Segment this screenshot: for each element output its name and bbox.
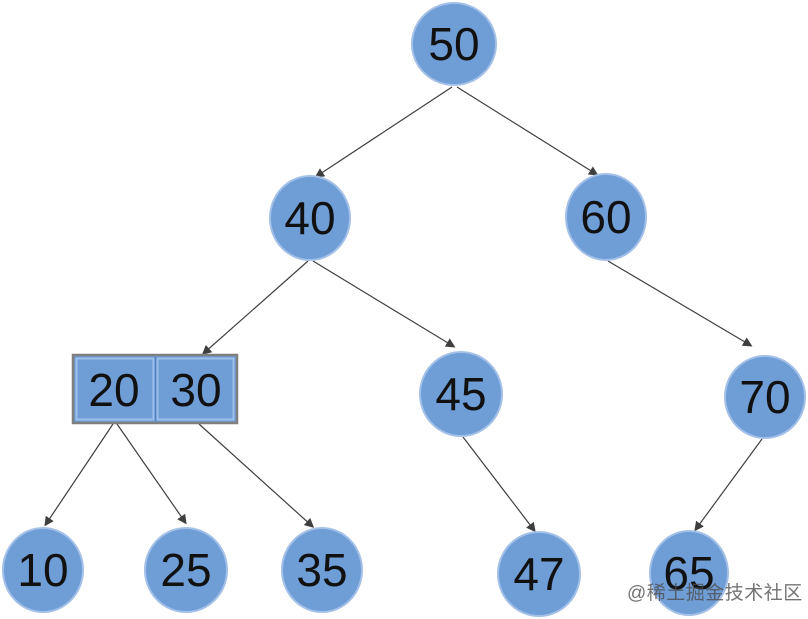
node-circle — [497, 531, 581, 617]
edge-20-25 — [116, 423, 187, 525]
tree-node-45: 45 — [419, 351, 503, 437]
edge-20-10 — [44, 423, 114, 527]
edge-50-40 — [314, 86, 453, 178]
node-value: 70 — [739, 371, 790, 423]
node-value: 20 — [88, 364, 139, 416]
node-value: 45 — [435, 368, 486, 420]
node-circle — [565, 173, 647, 261]
edge-40-45 — [312, 260, 456, 348]
box-cell-20 — [75, 357, 155, 421]
node-circle — [419, 351, 503, 437]
node-value: 35 — [296, 544, 347, 596]
edge-45-47 — [462, 436, 536, 533]
node-value: 30 — [170, 364, 221, 416]
node-circle — [649, 530, 729, 616]
tree-node-47: 47 — [497, 531, 581, 617]
tree-node-25: 25 — [144, 527, 228, 613]
node-circle — [281, 527, 363, 613]
watermark: @稀土掘金技术社区 — [627, 583, 803, 604]
edge-50-60 — [456, 86, 599, 176]
edge-70-65 — [694, 438, 763, 532]
node-value: 60 — [580, 191, 631, 243]
tree-node-20-30-box: 20 30 — [71, 353, 239, 425]
tree-node-65: 65 — [649, 530, 729, 616]
node-value: 65 — [663, 547, 714, 599]
node-circle — [411, 2, 497, 86]
node-value: 47 — [513, 548, 564, 600]
tree-node-60: 60 — [565, 173, 647, 261]
tree-node-70: 70 — [724, 355, 806, 439]
node-circle — [269, 175, 351, 261]
box-cell-30 — [156, 357, 235, 421]
edge-40-box — [201, 260, 309, 355]
node-value: 40 — [284, 192, 335, 244]
node-value: 10 — [17, 544, 68, 596]
node-circle — [724, 355, 806, 439]
node-value: 25 — [160, 544, 211, 596]
tree-edges — [44, 86, 763, 533]
tree-node-35: 35 — [281, 527, 363, 613]
node-circle — [2, 527, 84, 613]
tree-node-10: 10 — [2, 527, 84, 613]
tree-node-40: 40 — [269, 175, 351, 261]
edge-60-70 — [607, 260, 753, 347]
node-circle — [144, 527, 228, 613]
tree-node-50: 50 — [411, 2, 497, 86]
node-value: 50 — [428, 18, 479, 70]
edge-30-35 — [198, 423, 315, 528]
